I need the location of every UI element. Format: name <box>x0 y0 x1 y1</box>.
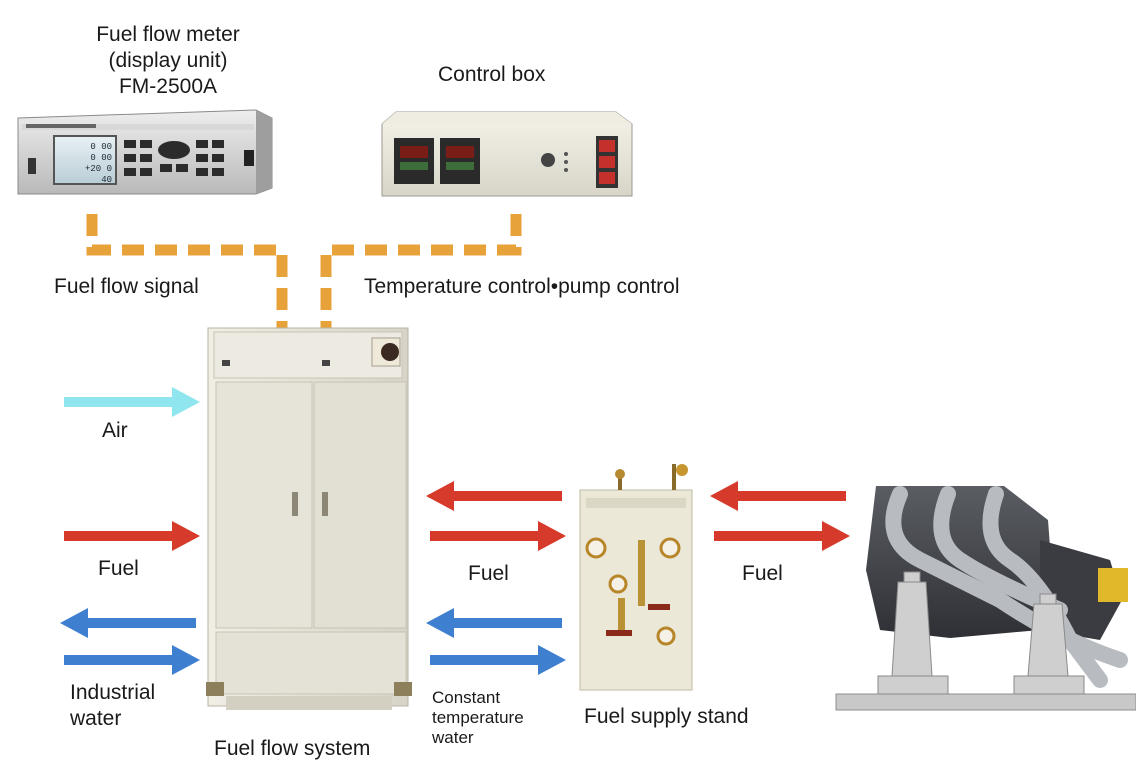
control-box-device <box>381 111 633 197</box>
cabinet-right-door <box>313 381 407 629</box>
pressure-gauge-icon <box>608 574 628 594</box>
pressure-gauge-icon <box>585 537 607 559</box>
fuel-label-middle: Fuel <box>468 562 509 585</box>
const-temp-line2: temperature <box>432 708 524 727</box>
valve-handle-icon <box>606 630 632 636</box>
industrial-water-label: Industrial water <box>70 680 155 732</box>
fuel-arrow-in-left <box>64 521 200 551</box>
meter-value-3: +20 0 <box>85 164 112 174</box>
meter-title-line2: (display unit) <box>108 49 228 72</box>
meter-title-line1: Fuel flow meter <box>96 23 240 46</box>
constant-temp-water-label: Constant temperature water <box>432 688 524 748</box>
const-temp-line3: water <box>432 728 474 747</box>
meter-value-1: 0 00 <box>90 142 112 152</box>
meter-value-2: 0 00 <box>90 153 112 163</box>
temp-pump-control-label: Temperature control•pump control <box>364 275 680 298</box>
meter-display-values: 0 00 0 00 +20 0 40 <box>85 142 112 185</box>
industrial-water-out-arrow <box>60 608 196 638</box>
meter-keypad <box>124 140 224 176</box>
const-temp-water-return-arrow <box>426 608 562 638</box>
fuel-flow-meter-device <box>17 109 273 195</box>
red-switch-icon <box>599 172 615 184</box>
valve-handle-icon <box>648 604 670 610</box>
meter-value-4: 40 <box>101 175 112 185</box>
fuel-supply-stand <box>579 464 693 691</box>
engine-on-test-bench <box>835 486 1136 711</box>
temp-controller-1 <box>394 138 434 184</box>
fuel-supply-stand-label: Fuel supply stand <box>584 705 749 728</box>
engine-coupling <box>1098 568 1128 602</box>
fuel-flow-signal-line <box>86 214 288 330</box>
temp-controller-2 <box>440 138 480 184</box>
meter-title-label: Fuel flow meter (display unit) FM-2500A <box>58 22 278 100</box>
meter-model-label: FM-2500A <box>118 75 218 98</box>
air-arrow-right <box>64 387 200 417</box>
fuel-flow-system-label: Fuel flow system <box>214 737 371 760</box>
fuel-flow-signal-label: Fuel flow signal <box>54 275 199 298</box>
control-knob-icon <box>541 153 555 167</box>
temp-pump-control-line <box>320 214 522 330</box>
const-temp-line1: Constant <box>432 688 501 707</box>
pressure-gauge-icon <box>659 537 681 559</box>
power-switch-icon <box>28 158 36 174</box>
fuel-arrow-to-stand <box>430 521 566 551</box>
air-label: Air <box>102 419 128 442</box>
red-switch-icon <box>599 156 615 168</box>
const-temp-water-supply-arrow <box>430 645 566 675</box>
pressure-gauge-icon <box>656 626 676 646</box>
meter-lcd-screen <box>53 135 117 185</box>
fuel-arrow-return-from-engine <box>710 481 846 511</box>
red-switch-icon <box>599 140 615 152</box>
signal-lines <box>86 214 522 330</box>
flow-arrows <box>60 387 850 675</box>
industrial-water-line1: Industrial <box>70 681 156 704</box>
fuel-arrow-to-engine <box>714 521 850 551</box>
industrial-water-line2: water <box>70 707 122 730</box>
fuel-label-left: Fuel <box>98 557 139 580</box>
fuel-flow-system-cabinet <box>206 327 412 710</box>
fuel-label-right: Fuel <box>742 562 783 585</box>
fuel-arrow-return-to-system <box>426 481 562 511</box>
cabinet-gauge-icon <box>381 343 399 361</box>
control-box-label: Control box <box>438 63 546 86</box>
industrial-water-in-arrow <box>64 645 200 675</box>
